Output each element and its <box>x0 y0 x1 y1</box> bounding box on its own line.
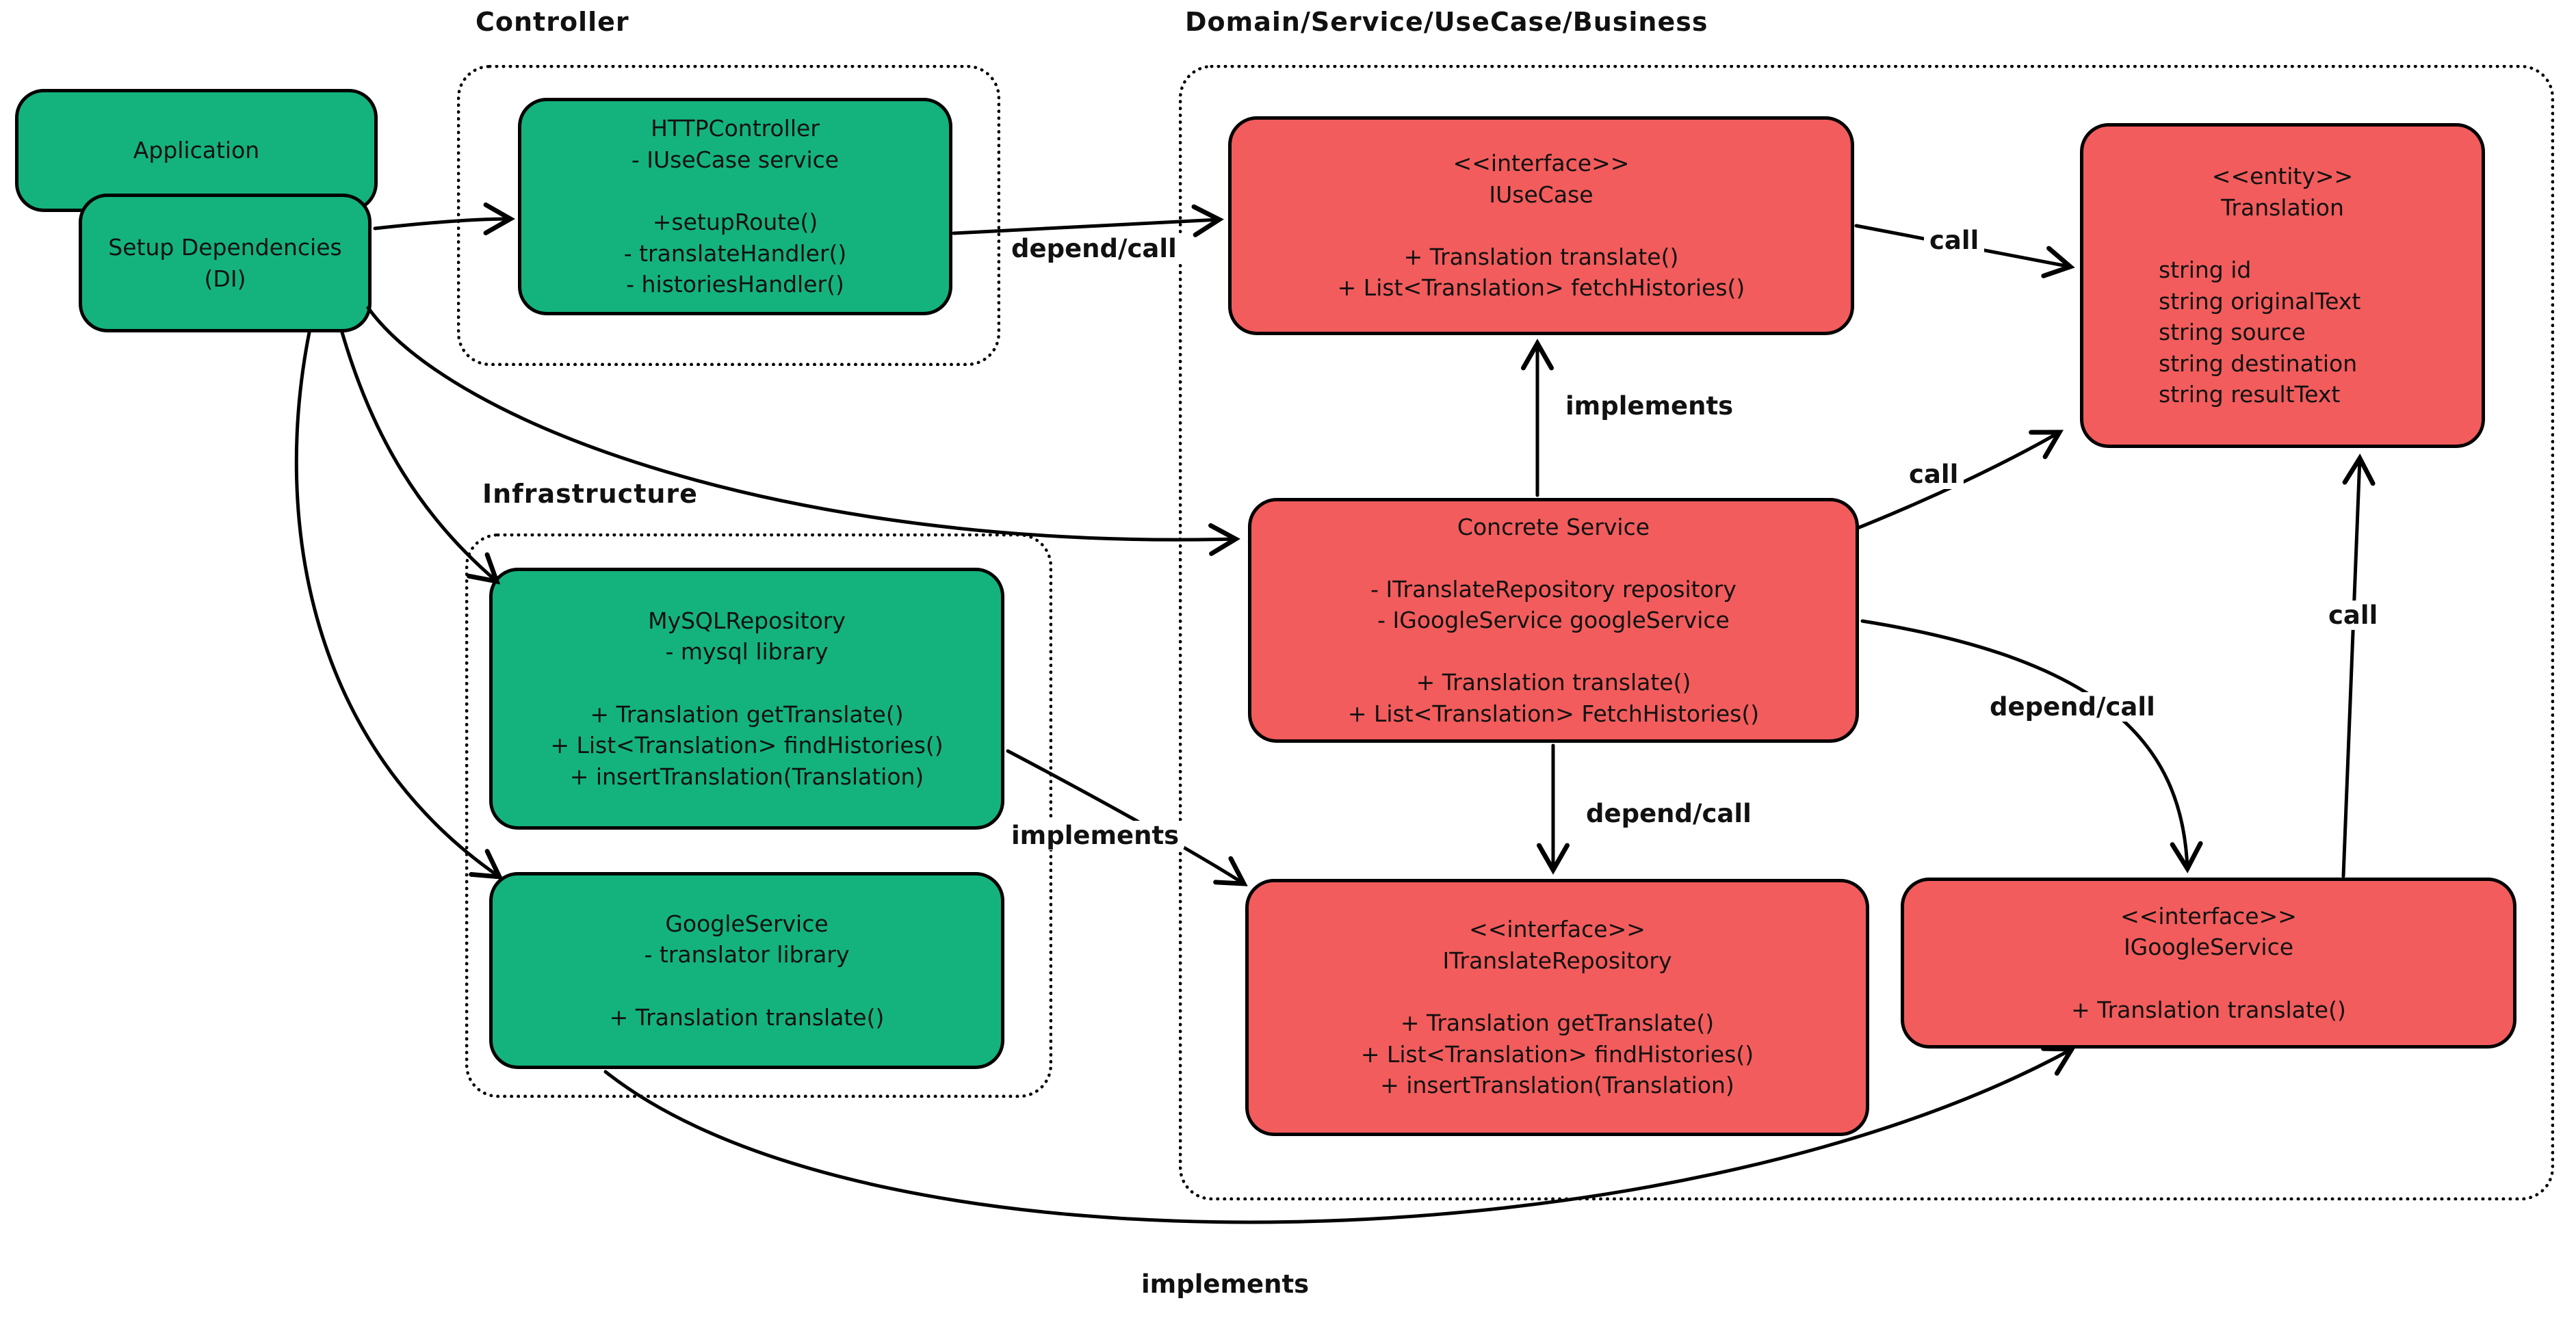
mysql-repository-box: MySQLRepository - mysql library + Transl… <box>489 568 1004 830</box>
edge-label-depend-call-http: depend/call <box>1006 234 1182 263</box>
itranslate-repository-interface-box: <<interface>> ITranslateRepository + Tra… <box>1245 879 1869 1136</box>
iusecase-interface-box: <<interface>> IUseCase + Translation tra… <box>1228 116 1854 335</box>
igoogle-service-interface-box: <<interface>> IGoogleService + Translati… <box>1901 878 2516 1049</box>
edge-label-depend-call-service-repo: depend/call <box>1580 799 1757 828</box>
edge-label-implements-service-iusecase: implements <box>1560 391 1739 421</box>
application-box: Application <box>15 89 378 212</box>
infrastructure-group-label: Infrastructure <box>482 479 698 509</box>
edge-label-implements-google-igoogle: implements <box>1136 1269 1315 1299</box>
google-service-box: GoogleService - translator library + Tra… <box>489 872 1004 1069</box>
edge-label-implements-mysql-repo: implements <box>1006 821 1185 850</box>
edge-label-call-service-translation: call <box>1903 460 1964 489</box>
domain-group-label: Domain/Service/UseCase/Business <box>1185 7 1708 37</box>
edge-label-depend-call-service-igoogle: depend/call <box>1984 692 2161 722</box>
edge-label-call-igoogle-translation: call <box>2323 601 2384 630</box>
concrete-service-box: Concrete Service - ITranslateRepository … <box>1248 498 1859 743</box>
edge-label-call-iusecase-translation: call <box>1924 226 1985 255</box>
setup-dependencies-box: Setup Dependencies (DI) <box>79 194 372 332</box>
translation-entity-box: <<entity>> Translation string id string … <box>2080 123 2485 448</box>
controller-group-label: Controller <box>476 7 629 37</box>
http-controller-box: HTTPController - IUseCase service +setup… <box>518 98 952 315</box>
